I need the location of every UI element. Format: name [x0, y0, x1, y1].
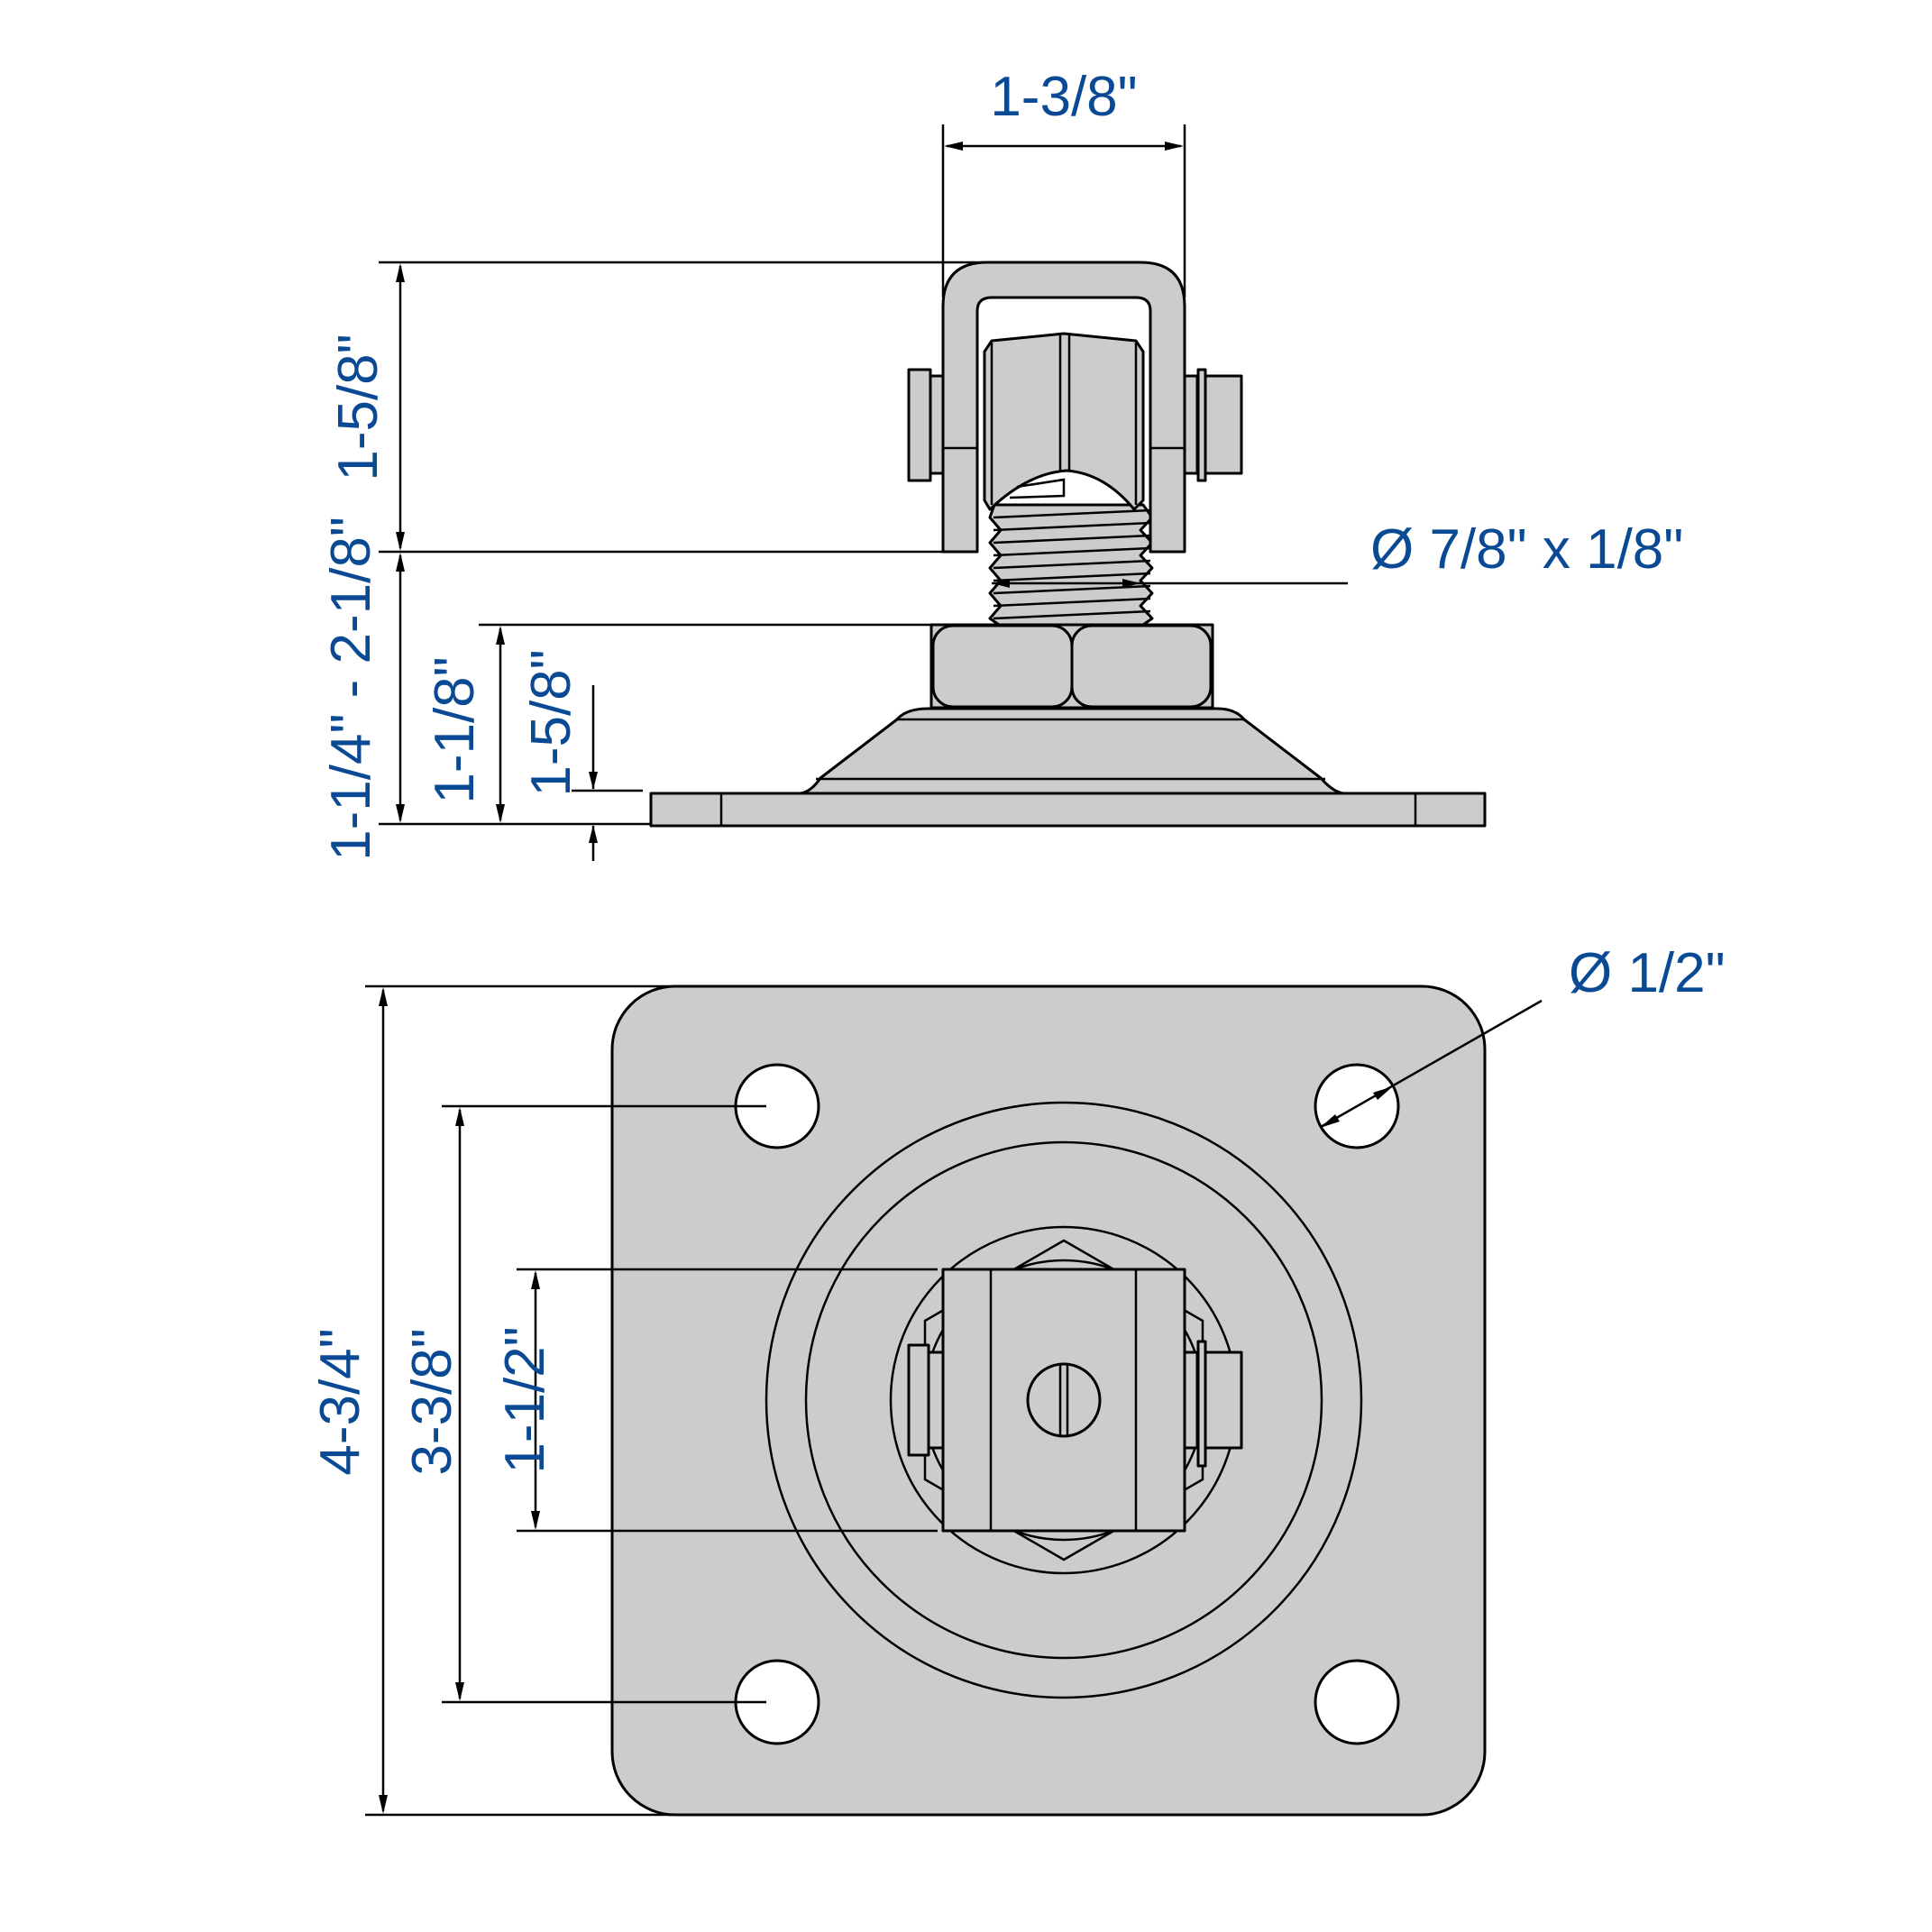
mount-hole-bottom-right [1314, 1659, 1400, 1745]
dim-adjust-range: 1-1/4" - 2-1/8" [320, 517, 651, 861]
dim-yoke-height: 1-5/8" [327, 261, 987, 554]
threaded-stud [988, 503, 1154, 627]
dim-label-plate-size: 4-3/4" [309, 1328, 371, 1475]
pivot-pin-left [907, 368, 945, 482]
swivel-ball [983, 332, 1145, 511]
side-view: 1-3/8" 1-5/8" 1-1/4" - 2-1/8" 1-1/8" [320, 66, 1683, 861]
dim-nut-height: 1-1/8" [424, 623, 931, 823]
conical-boss [799, 707, 1345, 795]
dim-hole-spacing: 3-3/8" [401, 1104, 766, 1704]
swivel-yoke-top [941, 1268, 1186, 1533]
dim-label-yoke-height: 1-5/8" [327, 334, 389, 481]
pivot-pin-left-top [907, 1343, 945, 1457]
dim-plate-size: 4-3/4" [309, 984, 676, 1817]
dim-plate-thickness: 1-5/8" [520, 649, 643, 861]
top-view: 4-3/4" 3-3/8" 1-1/2" Ø 1/2" [309, 942, 1726, 1817]
dim-label-adjust-range: 1-1/4" - 2-1/8" [320, 517, 382, 861]
hex-nut-top [923, 1239, 1204, 1561]
pivot-pin-right-top [1183, 1340, 1243, 1468]
jam-nut-side [929, 623, 1214, 710]
slotted-screw-head [1026, 1362, 1102, 1438]
dim-label-thread: Ø 7/8" x 1/8" [1370, 518, 1683, 581]
dim-label-yoke-width: 1-3/8" [990, 66, 1137, 128]
dim-yoke-length: 1-1/2" [494, 1268, 938, 1533]
dim-thread-callout: Ø 7/8" x 1/8" [992, 518, 1683, 588]
dim-label-hole-diameter: Ø 1/2" [1569, 942, 1726, 1004]
swivel-yoke [941, 261, 1186, 554]
dim-label-plate-thickness: 1-5/8" [520, 649, 582, 796]
base-plate-side [649, 792, 1487, 828]
dim-label-yoke-length: 1-1/2" [494, 1326, 556, 1473]
dim-yoke-width: 1-3/8" [941, 66, 1186, 298]
boss-inner-ring [804, 1140, 1323, 1660]
dim-label-hole-spacing: 3-3/8" [401, 1328, 463, 1475]
boss-outer-ring [765, 1101, 1363, 1699]
dim-label-nut-height: 1-1/8" [424, 656, 486, 803]
pivot-pin-right [1183, 368, 1243, 482]
dim-hole-diameter: Ø 1/2" [1320, 942, 1726, 1129]
